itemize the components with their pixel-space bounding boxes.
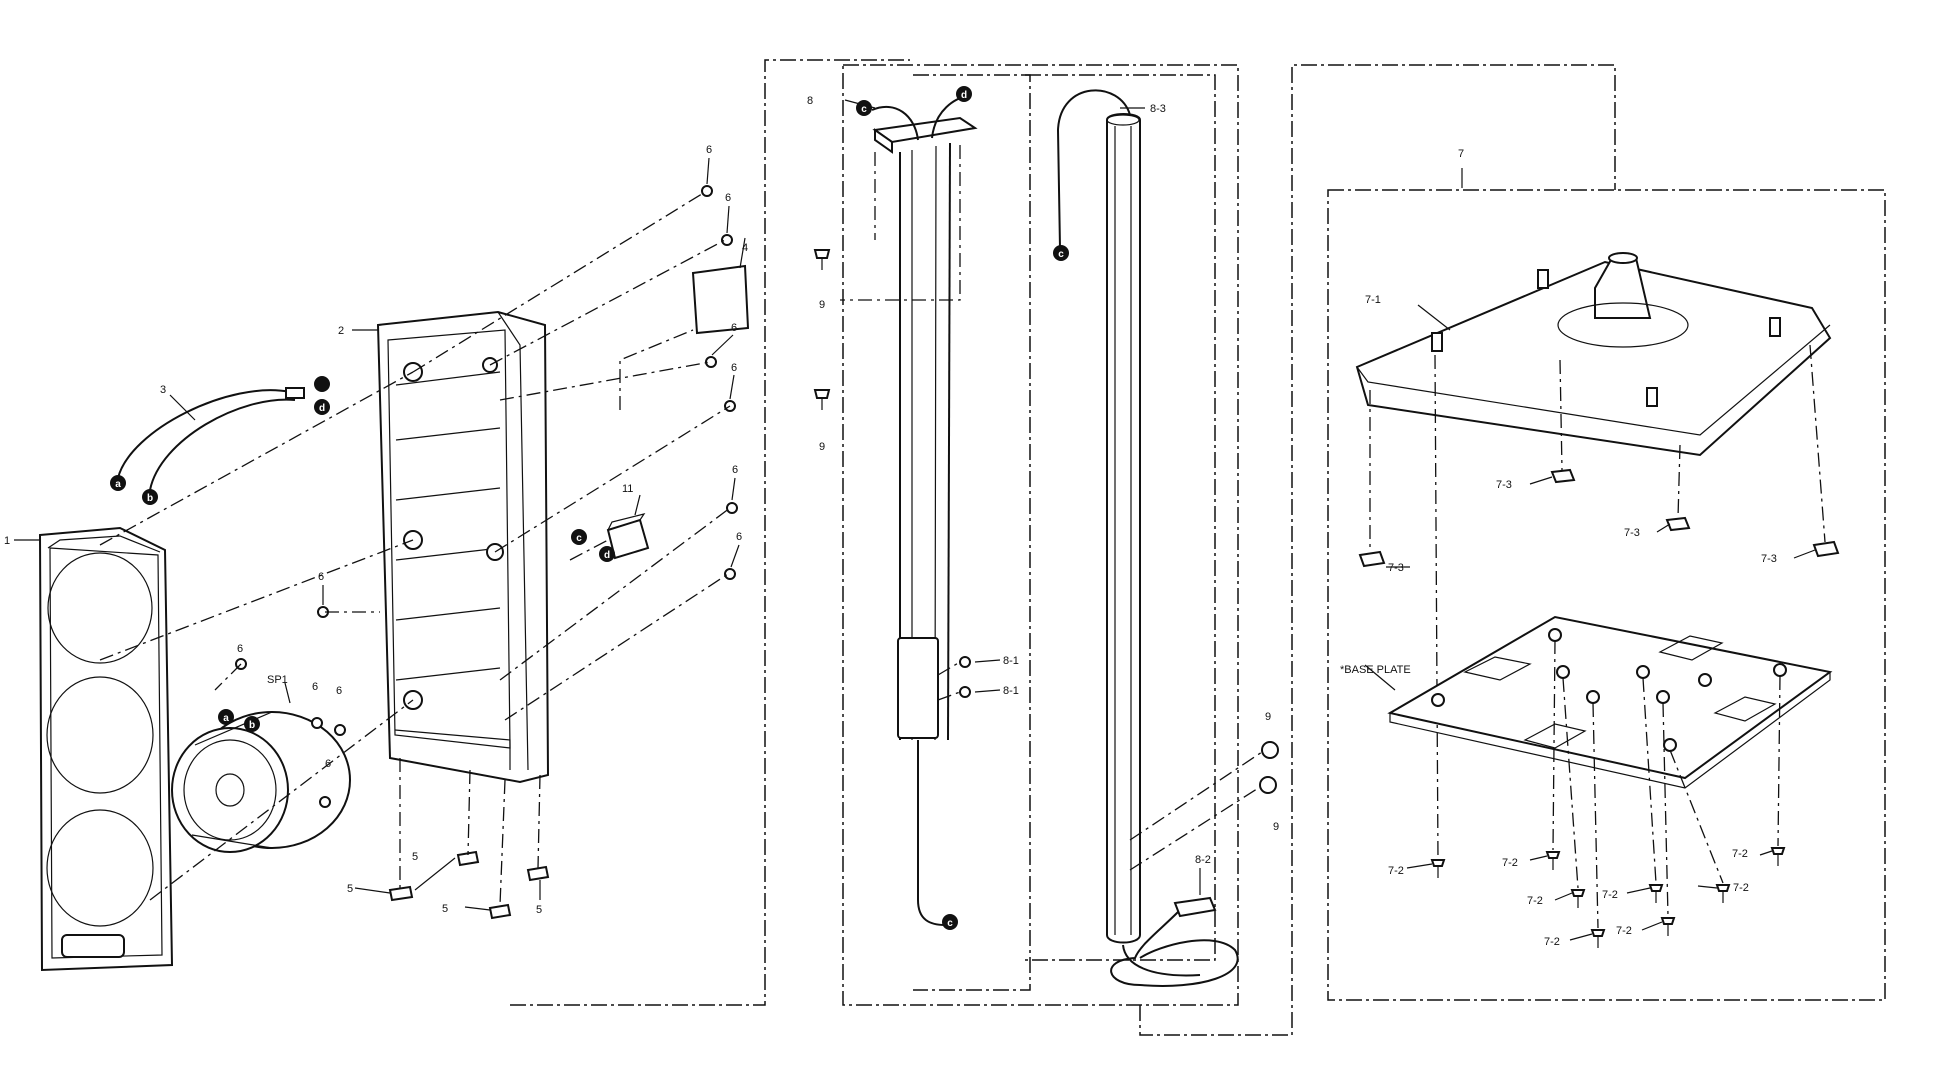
svg-text:b: b (249, 720, 255, 731)
label-part-7: 7 (1458, 148, 1464, 160)
label-part-6-j: 6 (336, 685, 342, 697)
connector-b-speaker: b (244, 716, 260, 732)
connector-dot-harness (314, 376, 330, 392)
label-part-7-2-b: 7-2 (1502, 857, 1518, 869)
label-part-6-k: 6 (325, 758, 331, 770)
speaker-driver-sp1 (171, 711, 351, 853)
group-box-pole (842, 64, 1239, 1006)
connector-c-pole-bottom: c (942, 914, 958, 930)
label-part-9-c: 9 (1265, 711, 1271, 723)
svg-text:b: b (147, 493, 153, 504)
pad-part-4 (691, 264, 750, 335)
label-part-7-2-a: 7-2 (1388, 865, 1404, 877)
label-part-6-b: 6 (725, 192, 731, 204)
svg-text:d: d (604, 550, 610, 561)
label-sp1: SP1 (267, 674, 288, 686)
svg-text:c: c (1058, 249, 1064, 260)
connector-c-tube: c (1053, 245, 1069, 261)
label-part-7-2-g: 7-2 (1733, 882, 1749, 894)
label-part-6-c: 6 (731, 322, 737, 334)
connector-d-terminal: d (599, 546, 615, 562)
front-grille (38, 526, 174, 972)
label-part-8-2: 8-2 (1195, 854, 1211, 866)
label-part-6-e: 6 (732, 464, 738, 476)
label-part-7-2-d: 7-2 (1602, 889, 1618, 901)
svg-text:d: d (961, 90, 967, 101)
svg-text:a: a (223, 713, 229, 724)
label-part-6-d: 6 (731, 362, 737, 374)
cable-part-8-2 (1110, 751, 1263, 987)
svg-text:c: c (947, 918, 953, 929)
group-box-left (510, 59, 910, 1006)
connector-d-harness: d (314, 399, 330, 415)
label-part-9-d: 9 (1273, 821, 1279, 833)
label-part-5-d: 5 (536, 904, 542, 916)
label-part-7-2-f: 7-2 (1616, 925, 1632, 937)
label-part-7-1: 7-1 (1365, 294, 1381, 306)
pads-part-7-3 (1358, 344, 1840, 861)
svg-text:d: d (319, 403, 325, 414)
connector-markers: a b d a b c d c d c c (110, 86, 1069, 930)
base-plate (1387, 615, 1833, 789)
screws-part-9 (813, 249, 1279, 794)
label-part-2: 2 (338, 325, 344, 337)
label-part-3: 3 (160, 384, 166, 396)
label-part-5-a: 5 (347, 883, 353, 895)
label-base-plate: *BASE PLATE (1340, 664, 1411, 676)
connector-a-harness: a (110, 475, 126, 491)
stand-base-part-7-1 (1355, 252, 1832, 457)
connector-b-harness: b (142, 489, 158, 505)
group-box-link (1139, 64, 1616, 1036)
connector-d-pole-top: d (956, 86, 972, 102)
label-part-4: 4 (742, 242, 748, 254)
label-part-8-3: 8-3 (1150, 103, 1166, 115)
label-part-8-1-b: 8-1 (1003, 685, 1019, 697)
label-part-5-b: 5 (412, 851, 418, 863)
label-part-6-h: 6 (237, 643, 243, 655)
label-part-6-a: 6 (706, 144, 712, 156)
label-part-7-3-d: 7-3 (1761, 553, 1777, 565)
label-part-7-3-b: 7-3 (1388, 562, 1404, 574)
label-part-6-i: 6 (312, 681, 318, 693)
label-part-9-b: 9 (819, 441, 825, 453)
feet-part-5 (388, 850, 550, 920)
svg-text:c: c (576, 533, 582, 544)
pole-assembly (840, 95, 978, 926)
group-box-pole-inner (913, 74, 1031, 991)
group-box-stand (1327, 189, 1886, 1001)
label-part-8: 8 (807, 95, 813, 107)
speaker-enclosure (376, 310, 550, 784)
assembly-lines-left (99, 191, 731, 906)
label-part-1: 1 (4, 535, 10, 547)
label-part-9-a: 9 (819, 299, 825, 311)
connector-a-speaker: a (218, 709, 234, 725)
label-part-7-2-h: 7-2 (1732, 848, 1748, 860)
leader-lines (14, 99, 1816, 941)
svg-text:c: c (861, 104, 867, 115)
wire-harness (117, 387, 305, 491)
label-part-7-3-c: 7-3 (1624, 527, 1640, 539)
connector-c-terminal: c (571, 529, 587, 545)
label-part-5-c: 5 (442, 903, 448, 915)
screws-part-7-2 (1430, 639, 1786, 948)
screws-part-6 (235, 185, 738, 808)
label-part-7-2-e: 7-2 (1544, 936, 1560, 948)
label-part-7-3-a: 7-3 (1496, 479, 1512, 491)
svg-text:a: a (115, 479, 121, 490)
connector-c-pole-top: c (856, 100, 872, 116)
label-part-6-g: 6 (318, 571, 324, 583)
tube-part-8-3 (1056, 89, 1141, 944)
screws-part-8-1 (937, 656, 971, 701)
label-part-6-f: 6 (736, 531, 742, 543)
label-part-11: 11 (622, 483, 633, 495)
part-labels: 1 2 3 4 5 5 5 5 6 6 6 6 6 6 6 6 6 6 6 SP… (4, 95, 1777, 948)
label-part-8-1-a: 8-1 (1003, 655, 1019, 667)
label-part-7-2-c: 7-2 (1527, 895, 1543, 907)
